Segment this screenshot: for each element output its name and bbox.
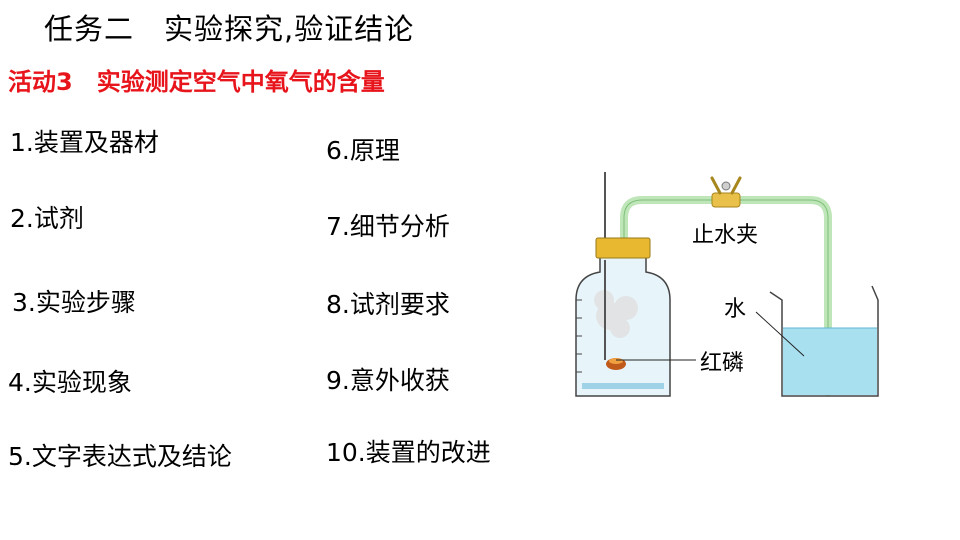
item-3: 3.实验步骤 <box>12 288 136 317</box>
item-4: 4.实验现象 <box>8 368 132 397</box>
item-2: 2.试剂 <box>10 204 84 233</box>
item-1: 1.装置及器材 <box>10 128 159 157</box>
apparatus-diagram: 止水夹 水 红磷 <box>575 172 879 397</box>
item-7: 7.细节分析 <box>326 212 450 241</box>
gas-bottle <box>575 255 671 397</box>
page-title: 任务二 实验探究,验证结论 <box>44 12 415 46</box>
item-10: 10.装置的改进 <box>326 438 491 467</box>
water-beaker <box>769 285 879 397</box>
label-water: 水 <box>724 297 746 322</box>
clamp-icon <box>710 176 742 208</box>
activity-heading: 活动3 实验测定空气中氧气的含量 <box>8 68 385 96</box>
bottle-stopper <box>595 237 651 259</box>
item-8: 8.试剂要求 <box>326 290 450 319</box>
item-6: 6.原理 <box>326 136 400 165</box>
item-5: 5.文字表达式及结论 <box>8 442 232 471</box>
label-clamp: 止水夹 <box>692 223 758 248</box>
item-9: 9.意外收获 <box>326 366 450 395</box>
label-phosphorus: 红磷 <box>700 351 744 376</box>
